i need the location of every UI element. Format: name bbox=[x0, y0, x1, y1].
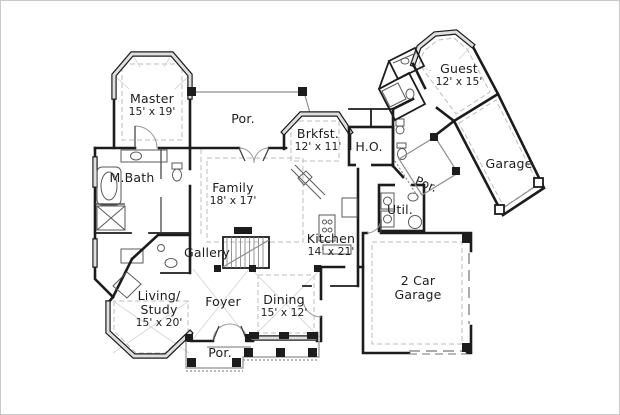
utility-sink-icon bbox=[407, 192, 419, 202]
living-study-walls bbox=[105, 295, 194, 359]
vanity-sink-icon bbox=[120, 149, 168, 163]
linen-closet-icon bbox=[96, 205, 126, 231]
master-bathtub-icon bbox=[96, 166, 122, 206]
kitchen-island-icon bbox=[318, 214, 336, 242]
top-porch bbox=[187, 87, 311, 164]
guest-bath bbox=[377, 46, 427, 122]
butler-counter bbox=[322, 244, 352, 255]
fireplace-icon bbox=[112, 271, 142, 299]
guest-toilet-icon bbox=[405, 88, 415, 100]
master-bath-walls bbox=[92, 146, 192, 299]
refrigerator-icon bbox=[341, 197, 358, 218]
washer-dryer-icon bbox=[380, 192, 395, 228]
utility-room bbox=[377, 183, 426, 233]
kitchen-sink-icon bbox=[297, 170, 313, 186]
family-fireplace bbox=[234, 227, 252, 234]
powder-toilet-icon bbox=[157, 244, 178, 268]
toilet-icon bbox=[171, 162, 183, 182]
guest-sink-icon bbox=[400, 57, 410, 65]
water-heater-icon bbox=[408, 215, 422, 229]
gallery-and-stairs bbox=[111, 227, 270, 299]
staircase bbox=[222, 236, 270, 269]
ceiling-dashed-lines bbox=[113, 37, 539, 354]
bottom-porch bbox=[185, 341, 320, 372]
guest-tub-icon bbox=[381, 82, 407, 108]
side-porch bbox=[394, 119, 460, 198]
master-bedroom-walls bbox=[93, 51, 288, 150]
two-car-garage bbox=[361, 218, 473, 355]
dining-walls bbox=[214, 265, 323, 343]
powder-sink-icon bbox=[395, 118, 405, 135]
home-office-walls bbox=[347, 97, 415, 179]
breakfast-walls bbox=[280, 111, 354, 151]
guest-wing bbox=[377, 29, 546, 217]
foyer-entry bbox=[185, 323, 255, 348]
